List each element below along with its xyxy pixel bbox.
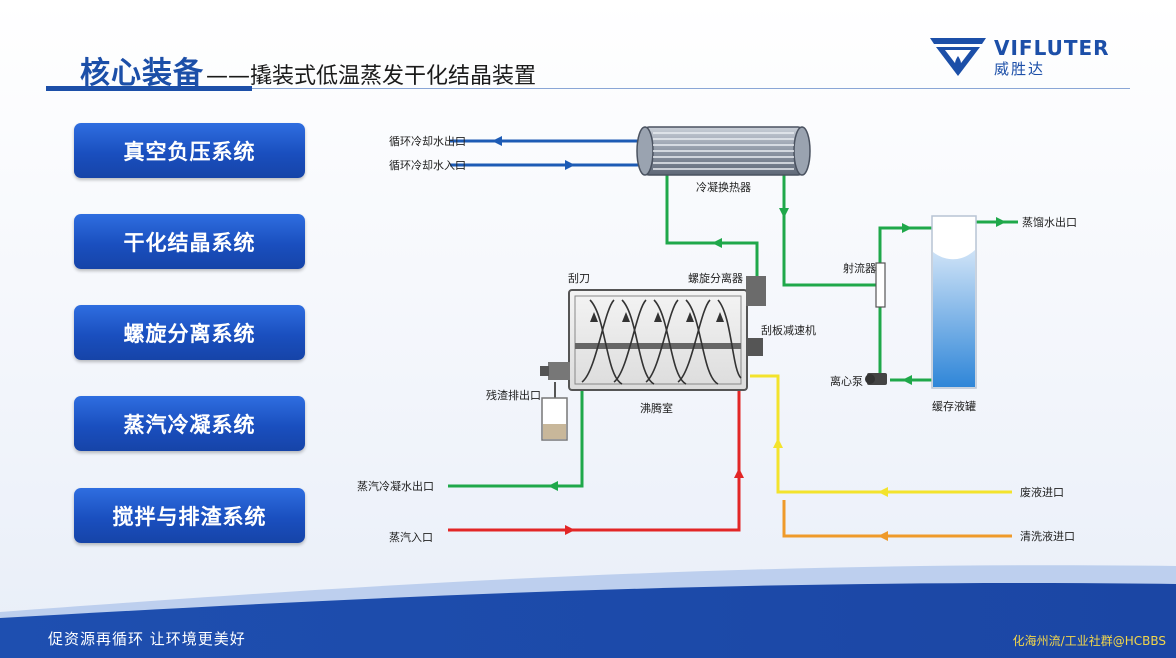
waste-liquid-line (750, 374, 1012, 494)
arrow-steam-in-icon (565, 525, 575, 535)
logo-mark-icon (930, 38, 986, 76)
label-spiral-separator: 螺旋分离器 (688, 271, 743, 285)
residue-container (541, 382, 568, 441)
brand-logo: VIFLUTER 威胜达 (928, 34, 1138, 78)
cooling-water-lines (450, 139, 640, 167)
label-steam-condensate-out: 蒸汽冷凝水出口 (357, 479, 434, 493)
label-centrifugal-pump: 离心泵 (830, 374, 863, 388)
cleaning-liquid-line (782, 500, 1012, 538)
system-button-label: 干化结晶系统 (123, 230, 256, 255)
arrow-cleaning-in-icon (878, 531, 888, 541)
arrow-vapor-icon (712, 238, 722, 248)
condenser-heat-exchanger (636, 126, 811, 176)
label-steam-in: 蒸汽入口 (389, 530, 433, 544)
system-button-label: 蒸汽冷凝系统 (123, 412, 256, 437)
arrow-to-tank-icon (902, 223, 912, 233)
system-button-steam[interactable]: 蒸汽冷凝系统 (74, 396, 305, 451)
title-underline-accent (46, 86, 252, 91)
arrow-distilled-out-icon (996, 217, 1006, 227)
label-waste-liquid-in: 废液进口 (1020, 485, 1064, 499)
arrow-condensate-down-icon (779, 208, 789, 218)
label-cleaning-liquid-in: 清洗液进口 (1020, 529, 1075, 543)
label-buffer-tank: 缓存液罐 (932, 399, 976, 413)
title-underline (46, 88, 1130, 89)
label-boiling-chamber: 沸腾室 (640, 401, 673, 415)
centrifugal-pump (865, 373, 887, 385)
label-residue-outlet: 残渣排出口 (486, 388, 541, 402)
footer-slogan: 促资源再循环 让环境更美好 (48, 630, 246, 648)
logo-chinese-name: 威胜达 (994, 60, 1046, 78)
arrow-cooling-in-icon (565, 160, 575, 170)
arrow-waste-in-icon (878, 487, 888, 497)
boiling-chamber (540, 276, 766, 391)
label-scraper: 刮刀 (568, 271, 590, 285)
label-scraper-reducer: 刮板减速机 (761, 323, 816, 337)
title-main: 核心装备 (80, 56, 204, 91)
system-button-spiral[interactable]: 螺旋分离系统 (74, 305, 305, 360)
label-condenser: 冷凝换热器 (696, 180, 751, 194)
label-ejector: 射流器 (843, 261, 876, 275)
page-title: 核心装备——撬装式低温蒸发干化结晶装置 (80, 48, 537, 91)
system-button-vacuum[interactable]: 真空负压系统 (74, 123, 305, 178)
system-button-stirring[interactable]: 搅拌与排渣系统 (74, 488, 305, 543)
ejector (875, 262, 886, 308)
steam-line (448, 390, 741, 532)
arrow-to-pump-icon (902, 375, 912, 385)
watermark: 化海州流/工业社群@HCBBS (1012, 634, 1166, 648)
arrow-steam-up-icon (734, 468, 744, 478)
label-cooling-in: 循环冷却水入口 (389, 159, 466, 172)
arrow-condensate-out-icon (548, 481, 558, 491)
system-button-label: 螺旋分离系统 (123, 321, 256, 346)
system-button-label: 搅拌与排渣系统 (112, 504, 267, 529)
system-button-drying[interactable]: 干化结晶系统 (74, 214, 305, 269)
arrow-cooling-out-icon (492, 136, 502, 146)
label-cooling-out: 循环冷却水出口 (389, 134, 466, 148)
arrow-waste-up-icon (773, 438, 783, 448)
label-distilled-out: 蒸馏水出口 (1022, 215, 1077, 229)
logo-wordmark: VIFLUTER (994, 36, 1110, 60)
buffer-tank (931, 215, 977, 389)
title-subtitle: ——撬装式低温蒸发干化结晶装置 (206, 64, 537, 89)
system-button-label: 真空负压系统 (123, 139, 256, 164)
